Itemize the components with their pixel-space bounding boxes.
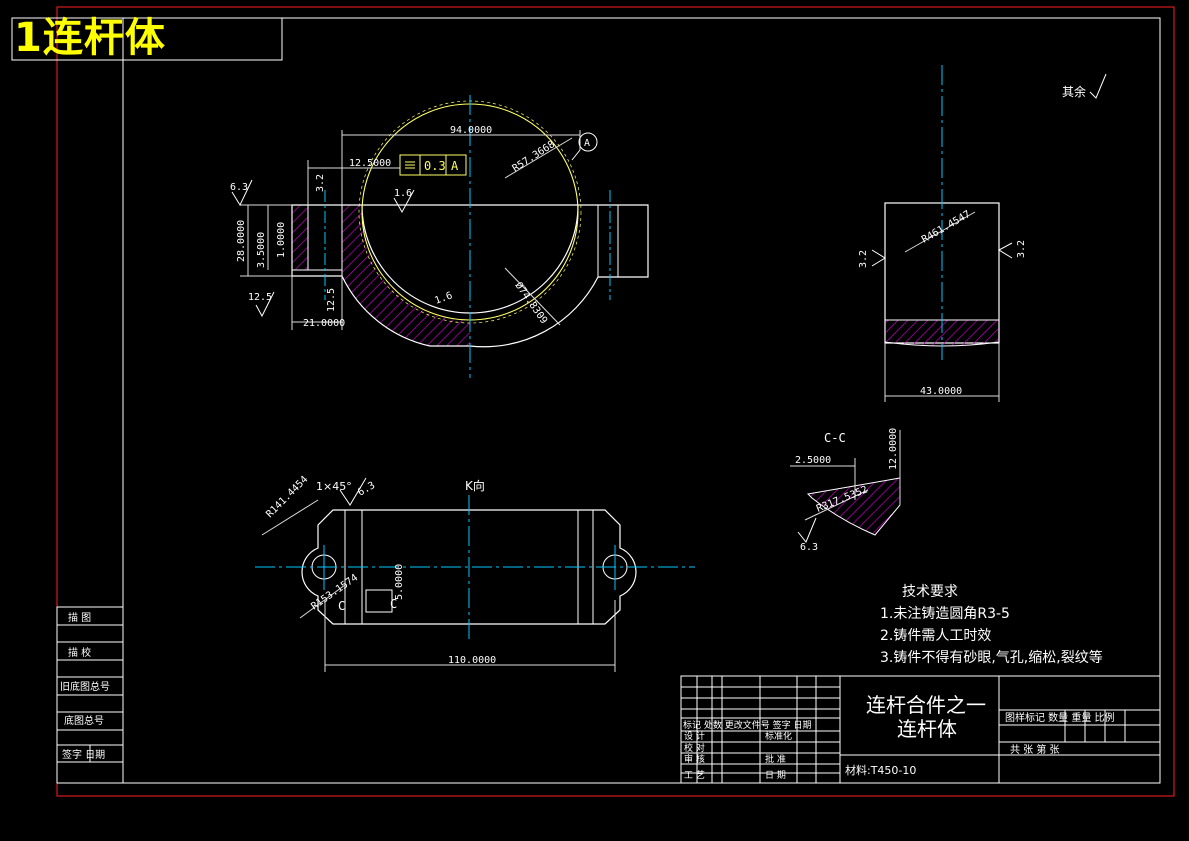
tb-process: 工 艺: [684, 770, 705, 781]
part-name-line1: 连杆合件之一: [866, 693, 986, 717]
section-mark-c1: C: [338, 599, 345, 613]
k-view-label: K向: [465, 478, 485, 493]
dim-110: 110.0000: [448, 655, 496, 666]
datum-a: A: [584, 138, 590, 149]
tech-requirements: 技术要求 1.未注铸造圆角R3-5 2.铸件需人工时效 3.铸件不得有砂眼,气孔…: [880, 584, 1103, 666]
tech-item-3: 3.铸件不得有砂眼,气孔,缩松,裂纹等: [880, 649, 1103, 666]
tech-item-1: 1.未注铸造圆角R3-5: [880, 606, 1010, 622]
dim-43: 43.0000: [920, 386, 962, 397]
tolerance-value: 0.3: [424, 159, 446, 173]
dim-r141: R141.4454: [264, 474, 310, 520]
tb-check: 校 对: [684, 742, 705, 754]
dim-12-5: 12.5000: [349, 158, 391, 169]
title-box: [11, 17, 283, 61]
material: 材料:T450-10: [845, 763, 916, 777]
rough-12-5b: 12.5: [326, 288, 337, 312]
stamp-trace: 描 图: [68, 611, 91, 624]
dim-cc-12: 12.0000: [888, 428, 899, 470]
rough-12-5a: 12.5: [248, 292, 272, 303]
section-mark-c2: C: [390, 597, 397, 611]
rough-1-6: 1.6: [394, 188, 412, 199]
cc-label: C-C: [824, 431, 846, 445]
cc-rough: 6.3: [800, 542, 818, 553]
title-block: 标记 处数 更改文件号 签字 日期 设 计 标准化 校 对 审 核 批 准 工 …: [680, 675, 1161, 784]
tech-item-2: 2.铸件需人工时效: [880, 628, 991, 644]
stamp-check: 描 校: [68, 646, 91, 659]
rough-6-3: 6.3: [230, 182, 248, 193]
dim-3-5: 3.5000: [256, 232, 267, 268]
inner-frame: [122, 17, 1161, 784]
top-view-body: [291, 204, 649, 348]
tech-title: 技术要求: [902, 584, 958, 600]
part-name-line2: 连杆体: [897, 717, 957, 741]
dim-r461: R461.4547: [920, 209, 972, 246]
dim-d74: Ø74.8309: [513, 280, 550, 326]
sheet-title: 1连杆体: [14, 15, 166, 61]
top-view-hatch: [292, 205, 470, 346]
dim-r153: R153.1574: [309, 572, 360, 612]
stamp-old-number: 旧底图总号: [60, 680, 110, 693]
dim-21: 21.0000: [303, 318, 345, 329]
dim-94: 94.0000: [450, 125, 492, 136]
chamfer-label: 1×45°: [316, 480, 352, 493]
k-view: K向 1×45° 6.3 R141.4454 R153.1574 5.0000 …: [255, 474, 695, 672]
tb-review: 审 核: [684, 753, 705, 765]
stamp-sign-date: 签字 日期: [62, 748, 105, 761]
tb-standardize: 标准化: [765, 730, 792, 742]
sheets-row: 共 张 第 张: [1010, 743, 1060, 756]
left-stamp: 描 图 描 校 旧底图总号 底图总号 签字 日期: [56, 606, 124, 784]
tb-date: 日 期: [765, 770, 786, 781]
rough-1-6b: 1.6: [433, 290, 454, 307]
tb-header-row: 标记 处数 更改文件号 签字 日期: [683, 719, 811, 731]
tb-design: 设 计: [684, 730, 705, 742]
rough-side-l: 3.2: [858, 250, 869, 268]
dim-depth: 5.0000: [394, 564, 405, 600]
tb-approve: 批 准: [765, 753, 786, 765]
rough-side-r: 3.2: [1016, 240, 1027, 258]
side-view: R461.4547 43.0000 3.2 3.2 其余: [858, 65, 1107, 402]
dim-1-0: 1.0000: [276, 222, 287, 258]
roughness-note: 其余: [1062, 84, 1086, 99]
rough-3-2: 3.2: [315, 174, 326, 192]
dim-28: 28.0000: [236, 220, 247, 262]
cc-section: C-C 2.5000 12.0000 R317.5352 6.3: [790, 428, 901, 553]
dim-r57: R57.3668: [511, 139, 557, 174]
stage-header: 图样标记 数量 重量 比例: [1005, 711, 1115, 724]
stamp-base-number: 底图总号: [64, 714, 104, 727]
top-view: 94.0000 12.5000 0.3 A A R57.3668 Ø74.830…: [230, 95, 649, 378]
dim-cc-2-5: 2.5000: [795, 455, 831, 466]
tolerance-datum: A: [451, 159, 459, 173]
outer-frame: [56, 6, 1175, 797]
